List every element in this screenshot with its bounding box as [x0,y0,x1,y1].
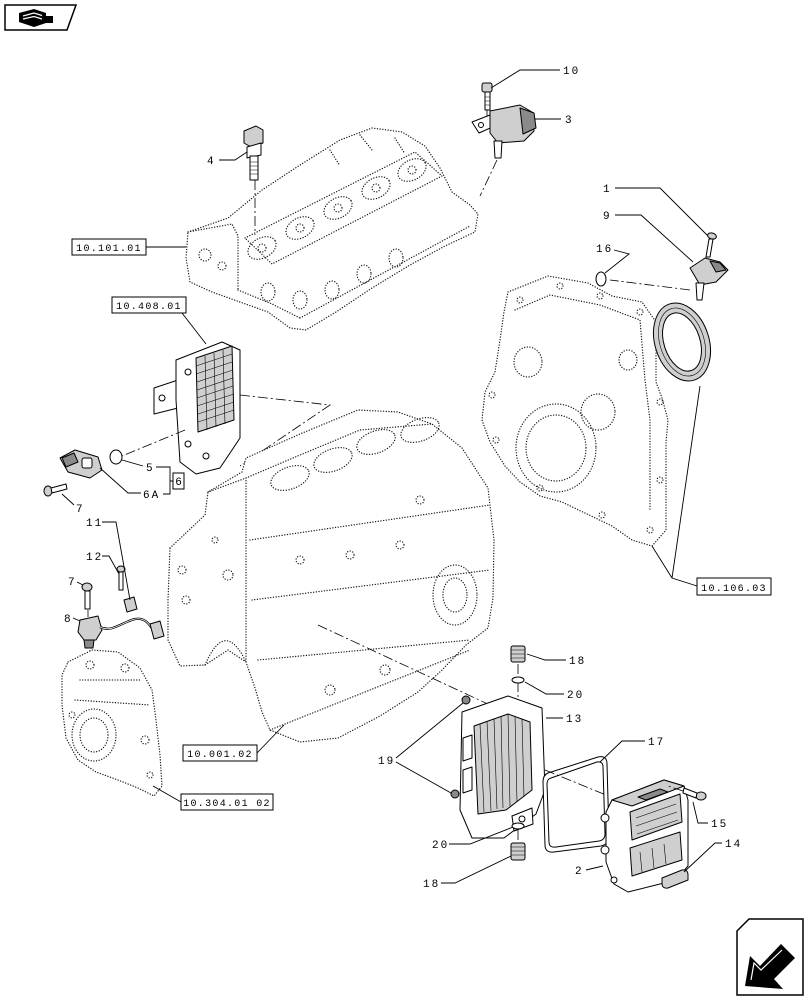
callout-9-label[interactable]: 9 [603,211,612,223]
reference-cylinder-head-label[interactable]: 10.101.01 [76,244,142,255]
callout-20-lower[interactable]: 20 [432,826,514,852]
callout-18-upper-label[interactable]: 18 [569,656,586,668]
callout-12-label[interactable]: 12 [86,552,103,564]
callout-20-lower-label[interactable]: 20 [432,840,449,852]
washer-20-upper [511,676,525,684]
reference-rear-cover[interactable]: 10.304.01 02 [152,785,274,811]
reference-rear-cover-label[interactable]: 10.304.01 02 [183,799,271,810]
callout-13[interactable]: 13 [546,714,583,726]
callout-16[interactable]: 16 [596,244,630,274]
plug-18-upper [510,645,526,700]
callout-18-upper[interactable]: 18 [526,653,586,668]
callout-1[interactable]: 1 [603,184,709,237]
callout-7-upper[interactable]: 7 [61,493,85,516]
cylinder-head [185,127,479,331]
callout-6a[interactable]: 6A [99,467,160,502]
module-housing [121,341,332,475]
callout-15-label[interactable]: 15 [711,819,728,831]
callout-5[interactable]: 5 [121,459,173,495]
callout-7-lower[interactable]: 7 [68,577,84,589]
callout-19-label[interactable]: 19 [378,756,395,768]
temperature-sensor-4 [243,125,264,235]
callout-20-upper-label[interactable]: 20 [567,690,584,702]
washer-20-lower [511,822,525,830]
callout-3[interactable]: 3 [535,115,574,127]
crank-sensor-8 [77,615,165,666]
callout-2[interactable]: 2 [575,865,604,878]
callout-7-upper-label[interactable]: 7 [76,504,85,516]
engine-block [167,409,506,743]
plug-18-lower [510,830,526,861]
callout-4-label[interactable]: 4 [207,156,216,168]
reference-engine-block-label[interactable]: 10.001.02 [187,750,253,761]
callout-8-label[interactable]: 8 [64,614,73,626]
cover-14 [661,869,689,889]
bolt-12 [116,565,138,613]
reference-cylinder-head[interactable]: 10.101.01 [71,238,186,256]
callout-11-label[interactable]: 11 [86,518,103,530]
callout-7-lower-label[interactable]: 7 [68,577,77,589]
callout-6[interactable]: 6 [172,472,185,490]
callout-18-lower[interactable]: 18 [423,855,512,891]
reference-timing-cover-label[interactable]: 10.106.03 [701,584,767,595]
callout-17[interactable]: 17 [599,737,665,763]
callout-17-label[interactable]: 17 [648,737,665,749]
callout-6a-label[interactable]: 6A [143,490,160,502]
pressure-sensor-3 [471,104,537,197]
callout-15[interactable]: 15 [692,801,728,831]
callout-2-label[interactable]: 2 [575,866,584,878]
callout-14[interactable]: 14 [683,839,742,873]
bolt-7-lower [81,582,93,617]
callout-3-label[interactable]: 3 [565,115,574,127]
speed-sensor-6a [59,449,103,479]
callout-1-label[interactable]: 1 [603,184,612,196]
callout-6-label[interactable]: 6 [175,477,182,489]
timing-cover [481,275,691,547]
bolt-1 [705,232,717,258]
callout-9[interactable]: 9 [603,211,694,263]
callout-18-lower-label[interactable]: 18 [423,879,440,891]
ecu-bracket-13 [459,695,546,839]
callout-11[interactable]: 11 [86,518,131,601]
front-seal-ring [653,302,711,382]
o-ring-16 [595,271,607,287]
callout-13-label[interactable]: 13 [566,714,583,726]
callout-5-label[interactable]: 5 [146,463,155,475]
callout-20-upper[interactable]: 20 [524,681,584,702]
reference-module-label[interactable]: 10.408.01 [116,302,182,313]
callout-19[interactable]: 19 [378,702,464,794]
callout-12[interactable]: 12 [86,552,120,575]
back-arrow-icon[interactable] [736,918,804,996]
bolt-7-upper [43,483,68,497]
bolt-15 [667,785,707,801]
rear-cover [61,649,163,797]
callout-14-label[interactable]: 14 [725,839,742,851]
reference-engine-block[interactable]: 10.001.02 [182,724,285,762]
callout-10[interactable]: 10 [490,66,580,89]
callout-10-label[interactable]: 10 [563,66,580,78]
manual-book-icon[interactable] [4,4,78,31]
callout-4[interactable]: 4 [207,151,248,168]
gasket-17 [542,756,610,853]
o-ring-5 [109,449,123,465]
reference-timing-cover[interactable]: 10.106.03 [651,385,772,596]
callout-8[interactable]: 8 [64,614,81,626]
callout-16-label[interactable]: 16 [596,244,613,256]
reference-module[interactable]: 10.408.01 [111,296,207,345]
speed-sensor-9 [689,257,729,301]
grommets-19 [450,695,471,799]
